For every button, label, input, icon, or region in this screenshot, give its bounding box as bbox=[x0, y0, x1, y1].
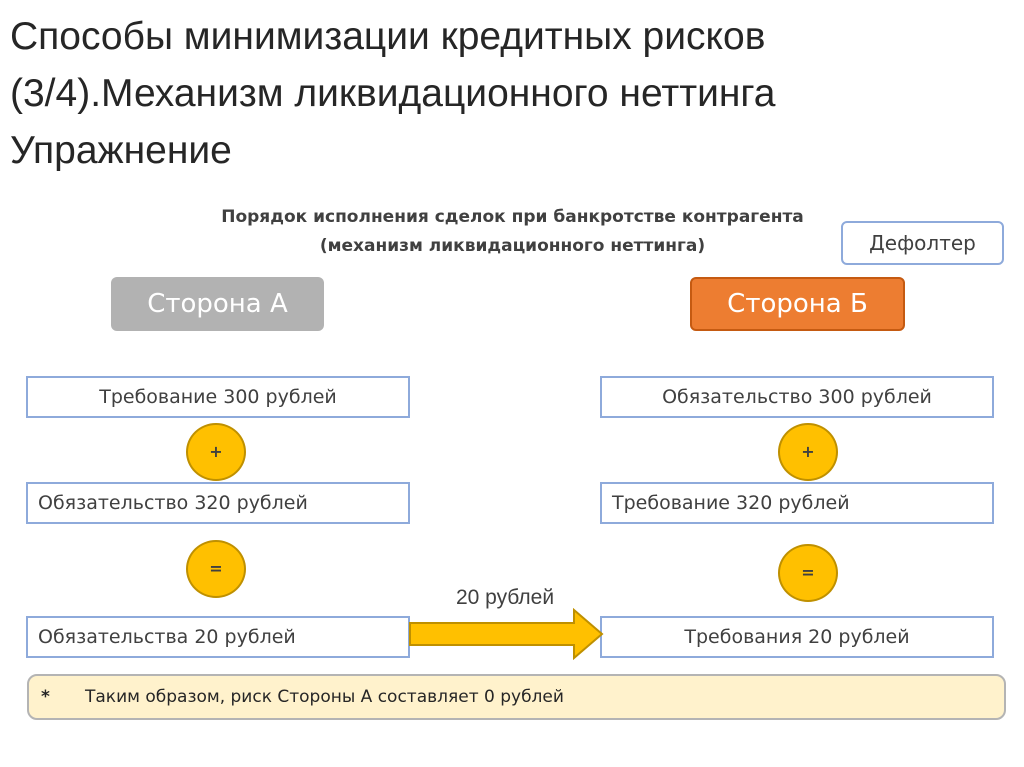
party-a-claim-box: Требование 300 рублей bbox=[26, 376, 410, 418]
party-a-plus-operator: + bbox=[186, 423, 246, 481]
party-b-header: Сторона Б bbox=[690, 277, 905, 331]
note-text: Таким образом, риск Стороны А составляет… bbox=[85, 687, 564, 707]
party-b-obligation-box: Обязательство 300 рублей bbox=[600, 376, 994, 418]
party-b-claim-box: Требование 320 рублей bbox=[600, 482, 994, 524]
slide-title-line-2: (3/4).Механизм ликвидационного неттинга bbox=[10, 72, 776, 115]
party-a-header: Сторона А bbox=[111, 277, 324, 331]
slide-title-line-3: Упражнение bbox=[10, 129, 232, 172]
party-a-equals-operator: = bbox=[186, 540, 246, 598]
diagram-heading: Порядок исполнения сделок при банкротств… bbox=[150, 203, 875, 261]
transfer-amount-label: 20 рублей bbox=[455, 586, 555, 609]
conclusion-note: * Таким образом, риск Стороны А составля… bbox=[27, 674, 1006, 720]
arrow-right-icon bbox=[409, 608, 604, 660]
diagram-heading-line-2: (механизм ликвидационного неттинга) bbox=[319, 236, 706, 256]
note-bullet: * bbox=[41, 687, 50, 707]
slide-title-line-1: Способы минимизации кредитных рисков bbox=[10, 15, 766, 58]
party-b-plus-operator: + bbox=[778, 423, 838, 481]
party-b-net-claim-box: Требования 20 рублей bbox=[600, 616, 994, 658]
party-b-equals-operator: = bbox=[778, 544, 838, 602]
slide-title: Способы минимизации кредитных рисков (3/… bbox=[10, 8, 1010, 179]
party-a-obligation-box: Обязательство 320 рублей bbox=[26, 482, 410, 524]
party-a-net-obligation-box: Обязательства 20 рублей bbox=[26, 616, 410, 658]
diagram-heading-line-1: Порядок исполнения сделок при банкротств… bbox=[221, 207, 804, 227]
defaulter-label: Дефолтер bbox=[841, 221, 1004, 265]
